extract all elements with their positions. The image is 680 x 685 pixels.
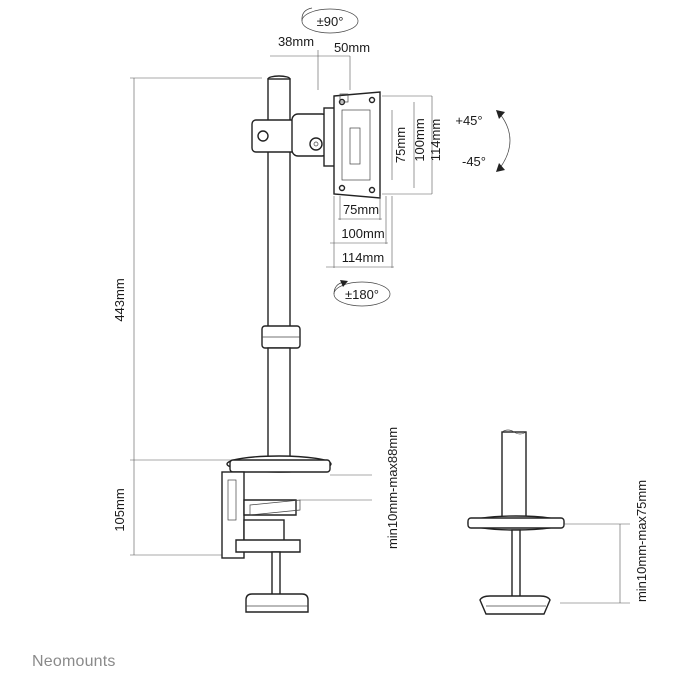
tilt-vertical-label: ±90°	[301, 7, 359, 34]
tilt-arrow-up-icon	[496, 110, 505, 119]
tilt-down-text: -45°	[462, 154, 486, 169]
vesa-h-75-text: 75mm	[343, 202, 379, 217]
vesa-v-100-text: 100mm	[412, 118, 427, 161]
tilt-vertical-text: ±90°	[317, 14, 344, 29]
vesa-h-114-text: 114mm	[342, 250, 384, 265]
swivel-depth-b-text: 50mm	[334, 40, 370, 55]
vesa-v-75-text: 75mm	[393, 127, 408, 163]
grommet-range-text: min10mm-max75mm	[634, 480, 649, 602]
tilt-up-text: +45°	[455, 113, 482, 128]
pole-height-text: 443mm	[112, 278, 127, 321]
clamp-range-text: min10mm-max88mm	[385, 427, 400, 549]
desk-clamp	[221, 455, 332, 613]
tilt-arrow-down-icon	[496, 163, 505, 172]
tilt-head	[251, 107, 337, 167]
tilt-arc-icon	[499, 113, 511, 169]
vesa-h-100-text: 100mm	[341, 226, 384, 241]
rotate-text: ±180°	[345, 287, 379, 302]
brand-logo: Neomounts	[32, 653, 116, 670]
vesa-v-114-text: 114mm	[428, 119, 443, 161]
clamp-height-text: 105mm	[112, 488, 127, 531]
grommet-mount	[467, 429, 565, 615]
swivel-depth-a-text: 38mm	[278, 34, 314, 49]
rotate-label: ±180°	[333, 280, 391, 307]
vesa-plate	[333, 91, 381, 199]
